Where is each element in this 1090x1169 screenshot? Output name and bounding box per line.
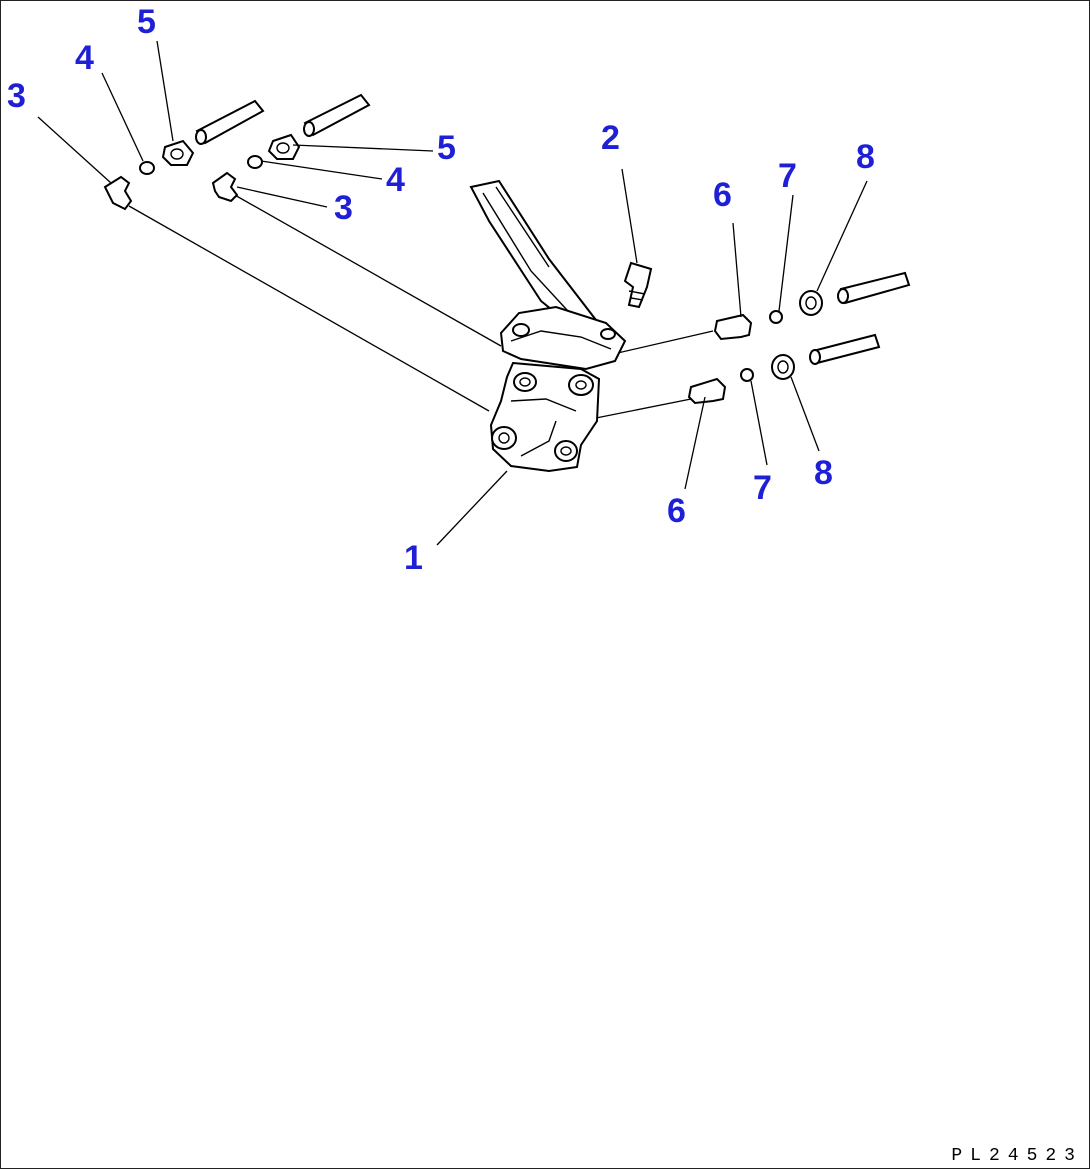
callout-6: 6 — [713, 176, 732, 214]
callout-8: 8 — [814, 454, 833, 492]
callout-2: 2 — [601, 119, 620, 157]
callout-3: 3 — [7, 77, 26, 115]
leader-lines — [37, 40, 868, 546]
callout-7: 7 — [778, 157, 797, 195]
callouts: 1 2 3 3 4 4 5 5 6 6 7 7 8 8 — [7, 3, 875, 577]
callout-8: 8 — [856, 138, 875, 176]
callout-1: 1 — [404, 539, 423, 577]
callout-4: 4 — [75, 39, 94, 77]
drawing-code: PL24523 — [951, 1146, 1083, 1166]
valve-assembly — [469, 179, 627, 473]
assembly-lines — [128, 193, 714, 422]
part-2-switch — [623, 261, 653, 309]
callout-4: 4 — [386, 161, 405, 199]
callout-5: 5 — [137, 3, 156, 41]
callout-3: 3 — [334, 189, 353, 227]
callout-7: 7 — [753, 469, 772, 507]
right-fittings — [687, 271, 911, 405]
left-fittings — [103, 93, 371, 211]
callout-5: 5 — [437, 129, 456, 167]
callout-6: 6 — [667, 492, 686, 530]
